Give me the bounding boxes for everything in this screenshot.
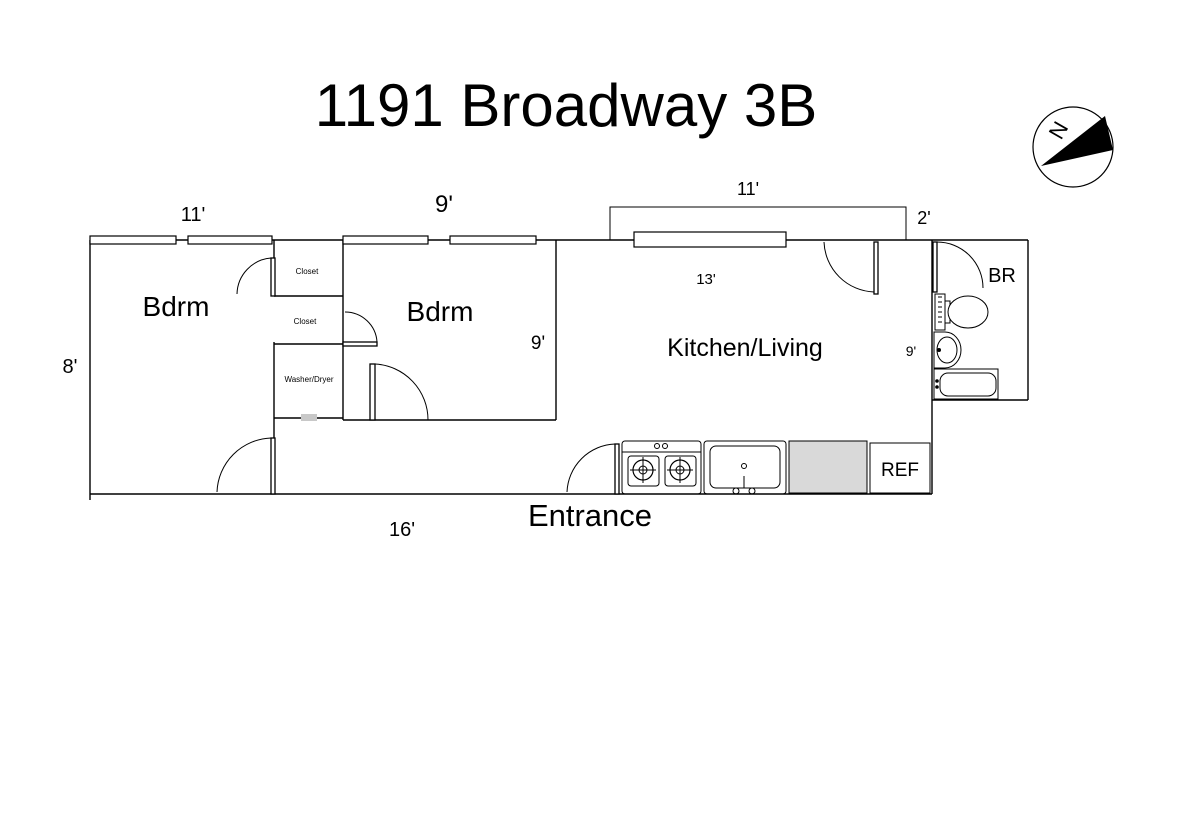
kitchen-sink-icon bbox=[703, 440, 787, 495]
bathtub-icon bbox=[933, 368, 999, 400]
room-label-washer-dryer: Washer/Dryer bbox=[284, 375, 333, 384]
balcony-outline bbox=[609, 206, 907, 240]
room-label-kitchen-living: Kitchen/Living bbox=[667, 334, 823, 362]
window bbox=[187, 235, 273, 245]
door[interactable] bbox=[342, 311, 378, 347]
dimension-balcony-width: 11' bbox=[737, 179, 759, 199]
refrigerator-label: REF bbox=[881, 460, 919, 481]
plan-title: 1191 Broadway 3B bbox=[315, 72, 818, 139]
room-label-closet-2: Closet bbox=[294, 317, 317, 326]
door[interactable] bbox=[823, 241, 879, 295]
window bbox=[342, 235, 429, 245]
dimension-bedroom1-width: 11' bbox=[181, 204, 206, 226]
kitchen-fixtures: REF bbox=[621, 440, 931, 495]
door[interactable] bbox=[932, 241, 984, 293]
dimension-bedroom-height: 8' bbox=[63, 356, 78, 378]
room-label-bathroom: BR bbox=[988, 265, 1016, 287]
dimension-bedroom2-height: 9' bbox=[531, 333, 545, 354]
entrance-door[interactable] bbox=[566, 443, 620, 495]
door[interactable] bbox=[369, 363, 429, 421]
room-label-closet-1: Closet bbox=[296, 267, 319, 276]
room-label-bedroom-2: Bdrm bbox=[407, 296, 474, 327]
toilet-icon bbox=[934, 293, 989, 331]
dimension-bath-height: 9' bbox=[906, 343, 916, 359]
compass-rose-icon: N bbox=[1032, 106, 1114, 188]
dimension-living-width: 13' bbox=[696, 271, 716, 288]
vent bbox=[301, 414, 317, 421]
door[interactable] bbox=[216, 437, 276, 495]
doors bbox=[216, 241, 984, 495]
window bbox=[633, 231, 787, 248]
dishwasher-counter bbox=[788, 440, 868, 494]
dimension-bedroom2-width: 9' bbox=[435, 191, 453, 218]
windows bbox=[89, 231, 787, 248]
outer-walls bbox=[89, 239, 1029, 500]
door[interactable] bbox=[236, 257, 276, 297]
refrigerator: REF bbox=[869, 442, 931, 494]
room-label-bedroom-1: Bdrm bbox=[143, 291, 210, 322]
stove-icon bbox=[621, 440, 702, 495]
dimension-balcony-depth: 2' bbox=[917, 208, 930, 228]
window bbox=[449, 235, 537, 245]
entrance-label: Entrance bbox=[528, 498, 652, 533]
window bbox=[89, 235, 177, 245]
bathroom-fixtures bbox=[933, 293, 999, 400]
dimension-overall-width: 16' bbox=[389, 519, 415, 541]
interior-walls bbox=[273, 240, 557, 438]
bathroom-sink-icon bbox=[933, 331, 962, 369]
